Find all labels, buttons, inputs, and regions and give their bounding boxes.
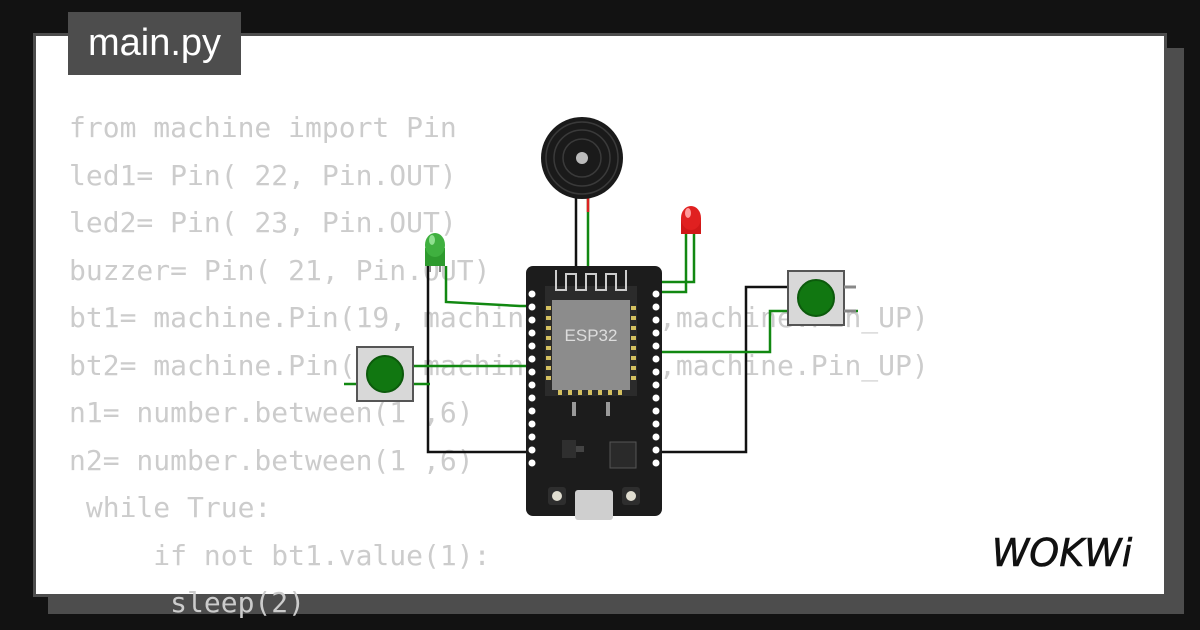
file-tab[interactable]: main.py — [68, 12, 241, 75]
esp32-board[interactable]: ESP32 — [526, 266, 662, 520]
file-tab-label: main.py — [87, 22, 222, 64]
code-line: from machine import Pin — [69, 111, 457, 144]
pin-header-right — [652, 290, 660, 467]
code-line: buzzer= Pin( 21, Pin.OUT) — [69, 253, 491, 287]
red-led[interactable] — [681, 206, 701, 234]
buzzer[interactable] — [541, 117, 623, 199]
wokwi-logo-text: WOKWi — [992, 531, 1133, 575]
pushbutton-left[interactable] — [356, 346, 414, 402]
pin-header-left — [528, 290, 536, 467]
usb-port — [575, 490, 613, 520]
esp32-label: ESP32 — [565, 326, 618, 345]
pushbutton-right[interactable] — [787, 270, 856, 326]
antenna-trace — [555, 270, 627, 291]
code-line: led1= Pin( 22, Pin.OUT) — [69, 158, 457, 192]
code-line: sleep(2) — [69, 586, 306, 619]
green-led[interactable] — [425, 233, 445, 272]
code-line: n2= number.between(1 ,6) — [69, 443, 474, 477]
wokwi-logo: WOKWi — [991, 531, 1133, 576]
code-line: led2= Pin( 23, Pin.OUT) — [69, 206, 457, 239]
code-line: if not bt1.value(1): — [69, 538, 491, 572]
code-line: while True: — [69, 491, 272, 524]
